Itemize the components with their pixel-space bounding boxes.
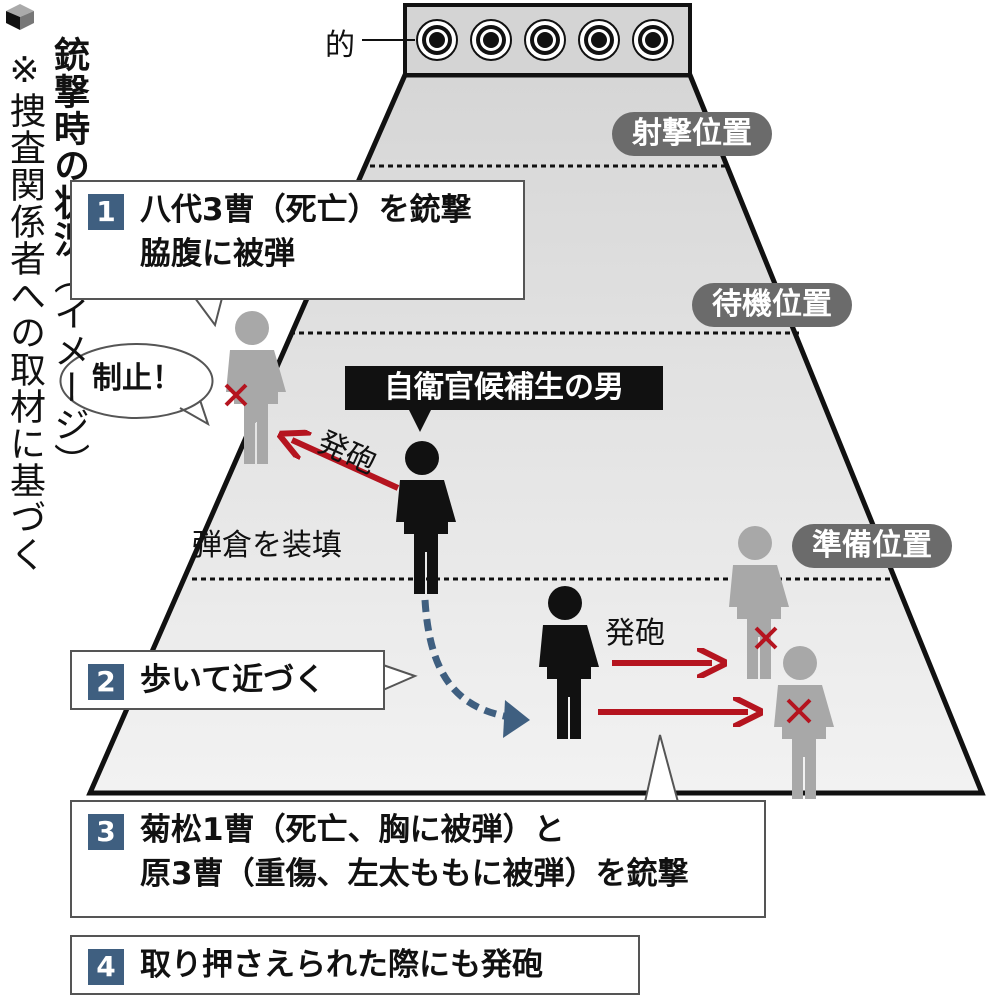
- target-icon: [416, 19, 458, 61]
- step-3-callout: 3 菊松1曹（死亡、胸に被弾）と 原3曹（重傷、左太ももに被弾）を銃撃: [70, 800, 766, 918]
- fire-arrows: [292, 440, 748, 712]
- approach-arrow: [421, 599, 516, 722]
- step-1-callout: 1 八代3曹（死亡）を銃撃 脇腹に被弾: [70, 180, 525, 300]
- step-1-line-2: 脇腹に被弾: [140, 236, 295, 272]
- step-badge: 4: [88, 949, 124, 985]
- target-label: 的: [325, 28, 355, 63]
- step-2-line-1: 歩いて近づく: [140, 662, 326, 698]
- step-2-callout: 2 歩いて近づく: [70, 650, 385, 710]
- step-3-line-2: 原3曹（重傷、左太ももに被弾）を銃撃: [140, 856, 689, 892]
- diagram-title: 銃撃時の状況（イメージ）※捜査関係者への取材に基づく: [2, 36, 90, 1000]
- fire-label-2: 発砲: [605, 616, 665, 651]
- targets: [416, 19, 674, 61]
- step-3-line-1: 菊松1曹（死亡、胸に被弾）と: [140, 812, 565, 848]
- step-4-line-1: 取り押さえられた際にも発砲: [140, 947, 543, 983]
- target-icon: [470, 19, 512, 61]
- step-badge: 3: [88, 814, 124, 850]
- position-shooting: 射撃位置: [612, 112, 772, 156]
- position-ready: 準備位置: [792, 524, 952, 568]
- reload-label: 弾倉を装填: [192, 528, 342, 563]
- target-icon: [632, 19, 674, 61]
- step-4-callout: 4 取り押さえられた際にも発砲: [70, 935, 640, 995]
- cube-icon: [6, 4, 34, 34]
- target-icon: [578, 19, 620, 61]
- suspect-label: 自衛官候補生の男: [345, 366, 663, 410]
- step-badge: 1: [88, 194, 124, 230]
- target-icon: [524, 19, 566, 61]
- step-1-line-1: 八代3曹（死亡）を銃撃: [140, 192, 472, 228]
- source-note: ※捜査関係者への取材に基づく: [4, 50, 45, 573]
- position-waiting: 待機位置: [692, 283, 852, 327]
- hit-marks: [224, 383, 812, 724]
- speech-bubble: [59, 343, 214, 427]
- speech-text: 制止！: [92, 361, 182, 396]
- step-badge: 2: [88, 664, 124, 700]
